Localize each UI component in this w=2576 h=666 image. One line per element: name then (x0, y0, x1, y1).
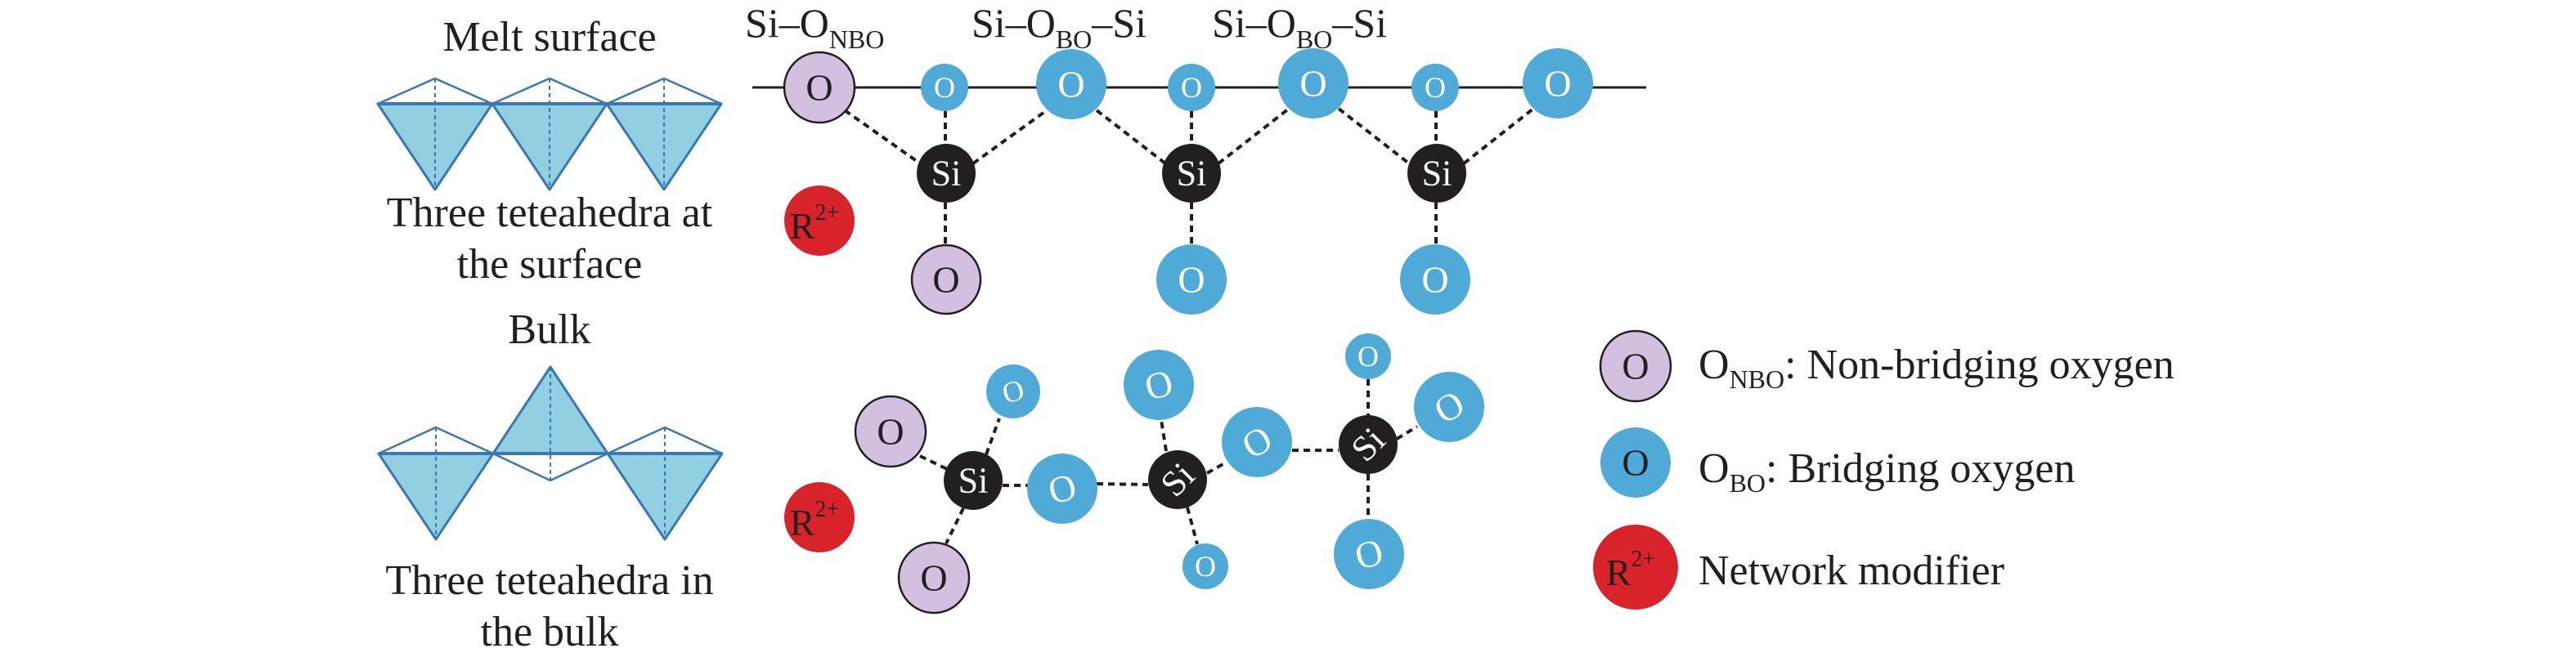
svg-text:Si: Si (958, 461, 989, 501)
bo-oxygen-atom: O (1414, 372, 1484, 442)
svg-text:O: O (920, 557, 947, 599)
bulk-bonds (919, 379, 1419, 545)
svg-text:O: O (806, 67, 832, 109)
network-modifier-ion: R2+ (784, 185, 855, 256)
legend-item-modifier: R2+ Network modifier (1593, 525, 2004, 610)
silicon-atom: Si (1339, 415, 1398, 474)
bo-oxygen-swatch-icon (1600, 427, 1671, 498)
bond-label-si-o-nbo: Si–ONBO (745, 0, 884, 54)
silicon-atom: Si (1407, 144, 1466, 203)
bulk-caption-line1: Three teteahedra in (385, 557, 713, 604)
bulk-title: Bulk (508, 306, 590, 353)
nbo-oxygen-atom: O (897, 541, 971, 615)
bo-oxygen-atom: O (1334, 519, 1404, 589)
bo-oxygen-atom: O (1411, 64, 1459, 111)
bo-oxygen-atom: O (1036, 49, 1106, 119)
surface-title: Melt surface (442, 14, 656, 60)
svg-text:O: O (1057, 64, 1084, 105)
surface-bonds (843, 107, 1535, 245)
bo-oxygen-atom: O (1278, 48, 1349, 118)
network-modifier-swatch-icon (1593, 525, 1678, 610)
bulk-tetrahedron-inverted (491, 365, 609, 482)
svg-text:O: O (932, 259, 959, 301)
bulk-tetrahedron (606, 426, 724, 541)
svg-text:O: O (1299, 63, 1326, 105)
svg-text:O: O (1622, 346, 1649, 387)
surface-tetrahedra (376, 77, 723, 191)
bo-oxygen-atom: O (1027, 454, 1097, 524)
bulk-tetrahedra-panel: Bulk Three teteahedra in the b (377, 306, 724, 655)
surface-tetrahedron (491, 77, 608, 191)
bulk-structure: O O O O O O O O (784, 333, 1484, 615)
silicon-atom: Si (917, 144, 976, 203)
svg-text:O: O (1178, 259, 1205, 301)
svg-text:Si: Si (1422, 154, 1452, 194)
nbo-oxygen-atom: O (783, 51, 856, 124)
bulk-tetrahedron (377, 426, 495, 541)
bo-oxygen-atom: O (1124, 350, 1194, 420)
legend-label-nbo: ONBO: Non-bridging oxygen (1699, 342, 2174, 394)
svg-text:O: O (1421, 259, 1448, 301)
nbo-oxygen-atom: O (910, 244, 982, 315)
surface-caption-line2: the surface (457, 241, 643, 288)
bo-oxygen-atom: O (1168, 64, 1215, 111)
bulk-caption-line2: the bulk (481, 609, 619, 655)
bulk-tetrahedra (377, 365, 724, 541)
svg-text:O: O (1181, 71, 1202, 104)
surface-caption-line1: Three teteahedra at (387, 190, 713, 236)
legend: O ONBO: Non-bridging oxygen O OBO: Bridg… (1593, 329, 2174, 610)
svg-text:O: O (1425, 71, 1446, 104)
network-modifier-ion: R2+ (784, 482, 855, 552)
svg-text:R2+: R2+ (790, 200, 839, 247)
silicon-atom: Si (1162, 144, 1221, 203)
nbo-oxygen-swatch-icon (1599, 329, 1672, 403)
silicon-atom: Si (944, 451, 1003, 510)
legend-label-modifier: Network modifier (1699, 548, 2004, 594)
svg-text:Si: Si (1177, 154, 1207, 194)
svg-text:Si: Si (931, 154, 962, 194)
bond-labels: Si–ONBO Si–OBO–Si Si–OBO–Si (745, 0, 1387, 54)
bo-oxygen-atom: O (921, 64, 968, 111)
svg-text:O: O (1544, 63, 1571, 105)
bo-oxygen-atom: O (1523, 48, 1593, 118)
svg-text:O: O (1358, 340, 1379, 373)
svg-text:R2+: R2+ (1606, 547, 1655, 593)
bo-oxygen-atom: O (1183, 543, 1228, 589)
bond-label-si-o-bo-si: Si–OBO–Si (972, 0, 1147, 54)
surface-structure: O O O O O O O Si (752, 48, 1646, 315)
surface-tetrahedron (376, 77, 494, 191)
svg-text:O: O (877, 411, 904, 453)
legend-item-nbo: O ONBO: Non-bridging oxygen (1599, 329, 2174, 403)
surface-tetrahedra-panel: Melt surface Three teteahed (376, 14, 723, 288)
bo-oxygen-atom: O (1345, 333, 1391, 379)
bo-oxygen-atom: O (1222, 407, 1292, 477)
svg-text:O: O (934, 71, 955, 104)
surface-tetrahedron (605, 77, 723, 191)
bo-oxygen-atom: O (986, 364, 1040, 418)
svg-text:O: O (1195, 550, 1216, 583)
nbo-oxygen-atom: O (854, 395, 927, 468)
legend-item-bo: O OBO: Bridging oxygen (1600, 427, 2075, 498)
legend-label-bo: OBO: Bridging oxygen (1699, 445, 2075, 498)
bo-oxygen-atom: O (1400, 244, 1470, 315)
bond-label-si-o-bo-si: Si–OBO–Si (1212, 0, 1387, 54)
svg-text:R2+: R2+ (790, 497, 839, 543)
svg-text:O: O (1622, 442, 1649, 484)
silicon-atom: Si (1148, 450, 1207, 509)
bo-oxygen-atom: O (1156, 244, 1227, 315)
